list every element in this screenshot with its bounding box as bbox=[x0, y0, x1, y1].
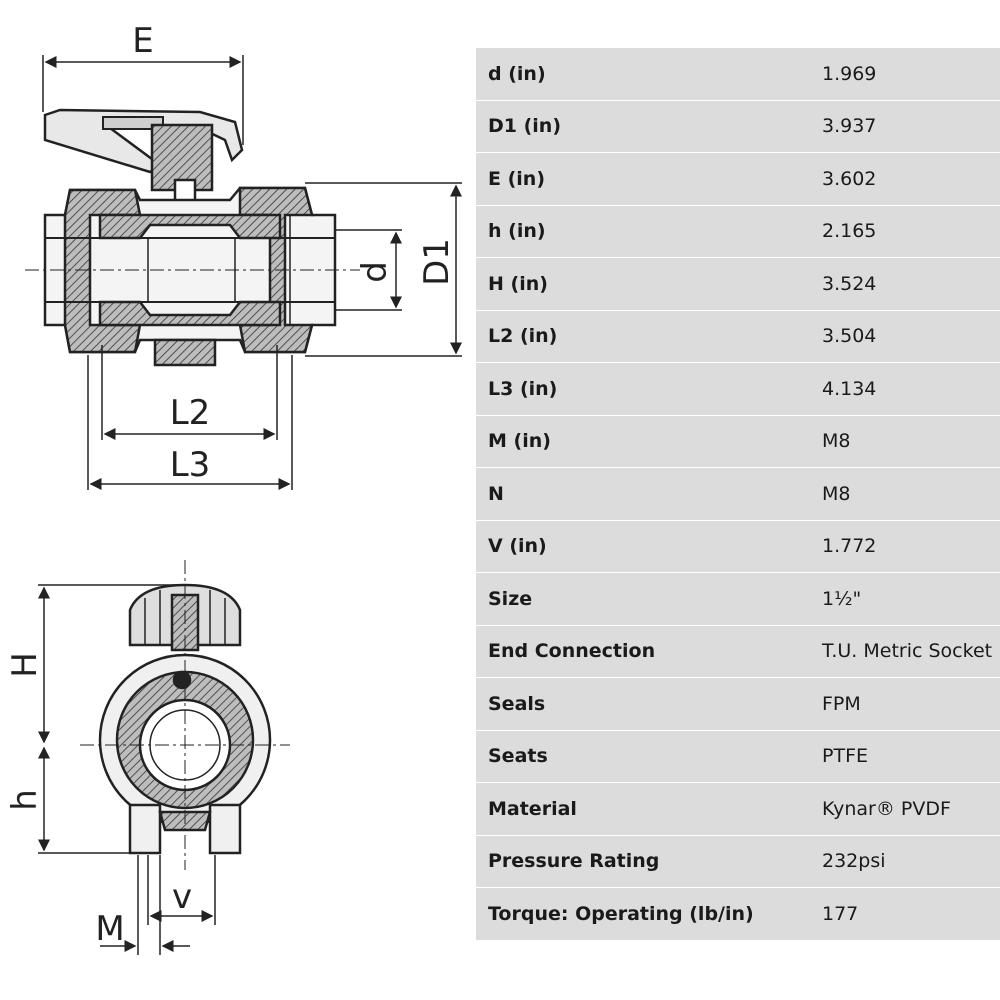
dim-label-v: v bbox=[172, 877, 192, 917]
spec-value: 3.937 bbox=[822, 100, 1000, 153]
spec-value: 1.772 bbox=[822, 520, 1000, 573]
spec-value: 2.165 bbox=[822, 205, 1000, 258]
spec-row: L3 (in)4.134 bbox=[476, 362, 1000, 416]
spec-row: d (in)1.969 bbox=[476, 48, 1000, 101]
spec-row: H (in)3.524 bbox=[476, 257, 1000, 311]
valve-technical-drawing: E D1 d L2 L3 H h v M bbox=[5, 21, 462, 955]
dim-label-M: M bbox=[95, 909, 124, 949]
spec-row: V (in)1.772 bbox=[476, 520, 1000, 573]
dim-label-d: d bbox=[355, 261, 395, 283]
spec-label: Size bbox=[476, 572, 822, 626]
spec-value: M8 bbox=[822, 415, 1000, 468]
spec-label: V (in) bbox=[476, 520, 822, 573]
spec-label: Seals bbox=[476, 677, 822, 731]
spec-label: M (in) bbox=[476, 415, 822, 468]
spec-row: D1 (in)3.937 bbox=[476, 100, 1000, 153]
spec-label: D1 (in) bbox=[476, 100, 822, 153]
spec-value: 1.969 bbox=[822, 48, 1000, 101]
spec-value: 3.504 bbox=[822, 310, 1000, 363]
front-view-dimensions bbox=[38, 584, 216, 955]
spec-label: N bbox=[476, 467, 822, 521]
spec-label: L2 (in) bbox=[476, 310, 822, 363]
spec-value: M8 bbox=[822, 467, 1000, 521]
spec-label: h (in) bbox=[476, 205, 822, 258]
spec-value: 4.134 bbox=[822, 362, 1000, 416]
dim-label-D1: D1 bbox=[417, 238, 457, 286]
spec-label: L3 (in) bbox=[476, 362, 822, 416]
dim-label-h: h bbox=[5, 789, 45, 811]
spec-label: Seats bbox=[476, 730, 822, 783]
spec-label: E (in) bbox=[476, 152, 822, 206]
spec-value: 177 bbox=[822, 887, 1000, 941]
side-view bbox=[25, 108, 360, 367]
spec-label: Pressure Rating bbox=[476, 835, 822, 888]
spec-value: 1½" bbox=[822, 572, 1000, 626]
spec-value: FPM bbox=[822, 677, 1000, 731]
dim-label-E: E bbox=[132, 21, 153, 61]
side-view-dimensions bbox=[42, 55, 462, 490]
spec-row: E (in)3.602 bbox=[476, 152, 1000, 206]
spec-label: d (in) bbox=[476, 48, 822, 101]
spec-row: h (in)2.165 bbox=[476, 205, 1000, 258]
spec-row: L2 (in)3.504 bbox=[476, 310, 1000, 363]
dim-label-L3: L3 bbox=[170, 445, 211, 485]
dim-label-L2: L2 bbox=[170, 393, 211, 433]
spec-label: End Connection bbox=[476, 625, 822, 678]
spec-value: 232psi bbox=[822, 835, 1000, 888]
spec-value: T.U. Metric Socket bbox=[822, 625, 1000, 678]
spec-value: PTFE bbox=[822, 730, 1000, 783]
spec-value: Kynar® PVDF bbox=[822, 782, 1000, 836]
spec-row: M (in)M8 bbox=[476, 415, 1000, 468]
spec-row: Torque: Operating (lb/in)177 bbox=[476, 887, 1000, 941]
spec-label: Material bbox=[476, 782, 822, 836]
spec-label: H (in) bbox=[476, 257, 822, 311]
front-view bbox=[80, 560, 290, 870]
spec-label: Torque: Operating (lb/in) bbox=[476, 887, 822, 941]
dim-label-H: H bbox=[5, 652, 45, 678]
spec-value: 3.602 bbox=[822, 152, 1000, 206]
spec-value: 3.524 bbox=[822, 257, 1000, 311]
